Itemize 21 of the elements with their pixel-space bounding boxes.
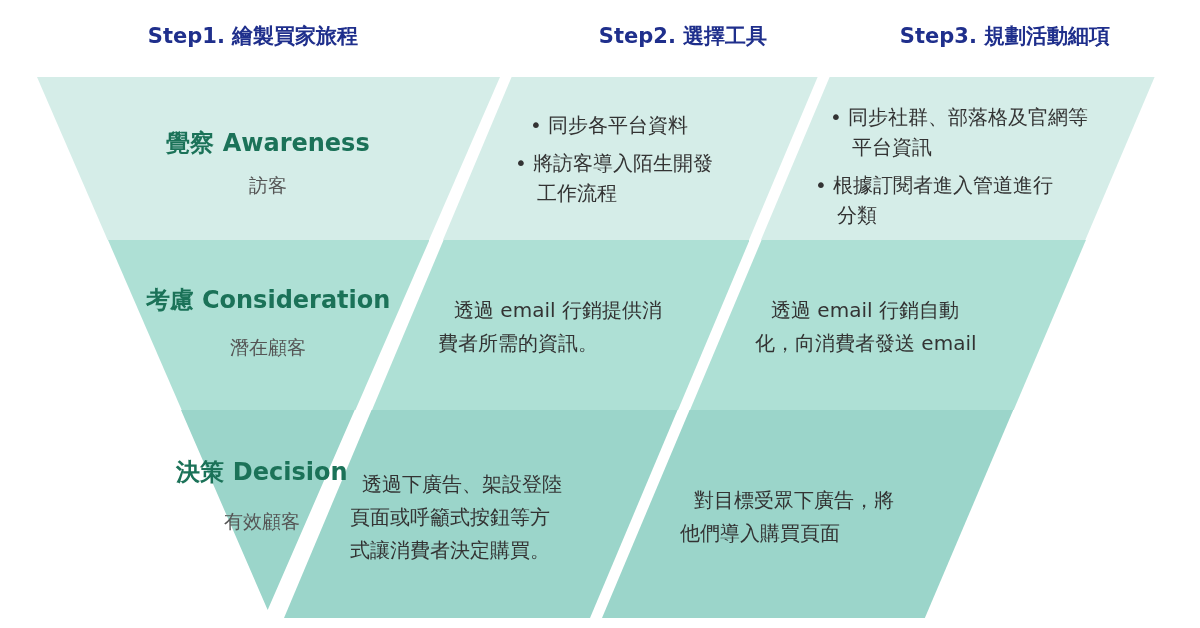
- description-text: 透過 email 行銷提供消費者所需的資訊。: [438, 297, 663, 357]
- column-heading: Step2. 選擇工具: [598, 23, 768, 50]
- funnel-band: [107, 240, 430, 410]
- bullet-item: • 根據訂閱者進入管道進行分類: [815, 172, 1055, 229]
- parallelogram-panel: [761, 77, 1155, 240]
- column-heading: Step1. 繪製買家旅程: [147, 23, 359, 50]
- parallelogram-panel: [602, 410, 1014, 618]
- stage-title: 覺察 Awareness: [166, 128, 370, 158]
- funnel-band: [37, 77, 500, 240]
- stage-subtitle: 訪客: [249, 173, 287, 198]
- stage-subtitle: 潛在顧客: [230, 335, 306, 360]
- parallelogram-panel: [689, 240, 1086, 410]
- bullet-item: • 同步社群、部落格及官網等平台資訊: [830, 104, 1090, 161]
- bullet-item: • 同步各平台資料: [530, 112, 690, 139]
- description-text: 透過 email 行銷自動化，向消費者發送 email: [755, 297, 978, 357]
- description-text: 透過下廣告、架設登陸頁面或呼籲式按鈕等方式讓消費者決定購買。: [350, 471, 563, 564]
- column-heading: Step3. 規劃活動細項: [899, 23, 1111, 50]
- stage-title: 考慮 Consideration: [145, 285, 391, 315]
- bullet-item: • 將訪客導入陌生開發工作流程: [515, 150, 715, 207]
- parallelogram-panel: [443, 77, 818, 240]
- description-text: 對目標受眾下廣告，將他們導入購買頁面: [680, 487, 895, 547]
